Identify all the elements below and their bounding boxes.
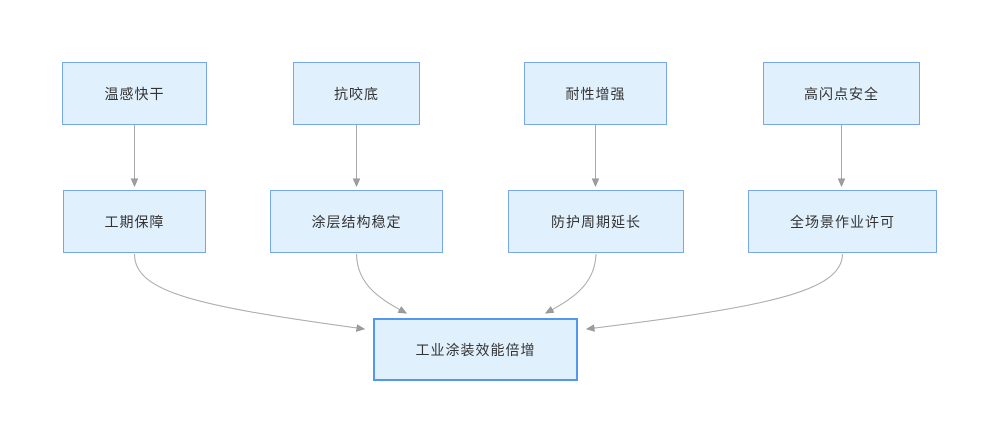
node-schedule-guarantee[interactable]: 工期保障 — [63, 190, 206, 253]
node-label: 工业涂装效能倍增 — [415, 341, 536, 358]
node-all-scenario-permit[interactable]: 全场景作业许可 — [748, 190, 937, 253]
edge-protection-efficiency — [546, 253, 597, 313]
node-label: 防护周期延长 — [551, 213, 641, 230]
node-durability[interactable]: 耐性增强 — [524, 62, 667, 125]
node-high-flash-point[interactable]: 高闪点安全 — [763, 62, 920, 125]
node-label: 耐性增强 — [565, 85, 626, 102]
node-anti-bite[interactable]: 抗咬底 — [293, 62, 420, 125]
edge-schedule-efficiency — [134, 253, 365, 329]
node-label: 工期保障 — [104, 213, 165, 230]
node-label: 涂层结构稳定 — [311, 213, 402, 230]
node-coating-efficiency[interactable]: 工业涂装效能倍增 — [373, 318, 578, 381]
node-label: 抗咬底 — [334, 85, 379, 102]
node-coating-stability[interactable]: 涂层结构稳定 — [270, 190, 443, 253]
node-quick-dry[interactable]: 温感快干 — [62, 62, 207, 125]
edge-permit-efficiency — [587, 253, 843, 329]
node-label: 高闪点安全 — [804, 85, 879, 102]
node-label: 全场景作业许可 — [790, 213, 895, 230]
node-protection-cycle[interactable]: 防护周期延长 — [508, 190, 684, 253]
edge-stability-efficiency — [356, 253, 407, 313]
node-label: 温感快干 — [104, 85, 165, 102]
